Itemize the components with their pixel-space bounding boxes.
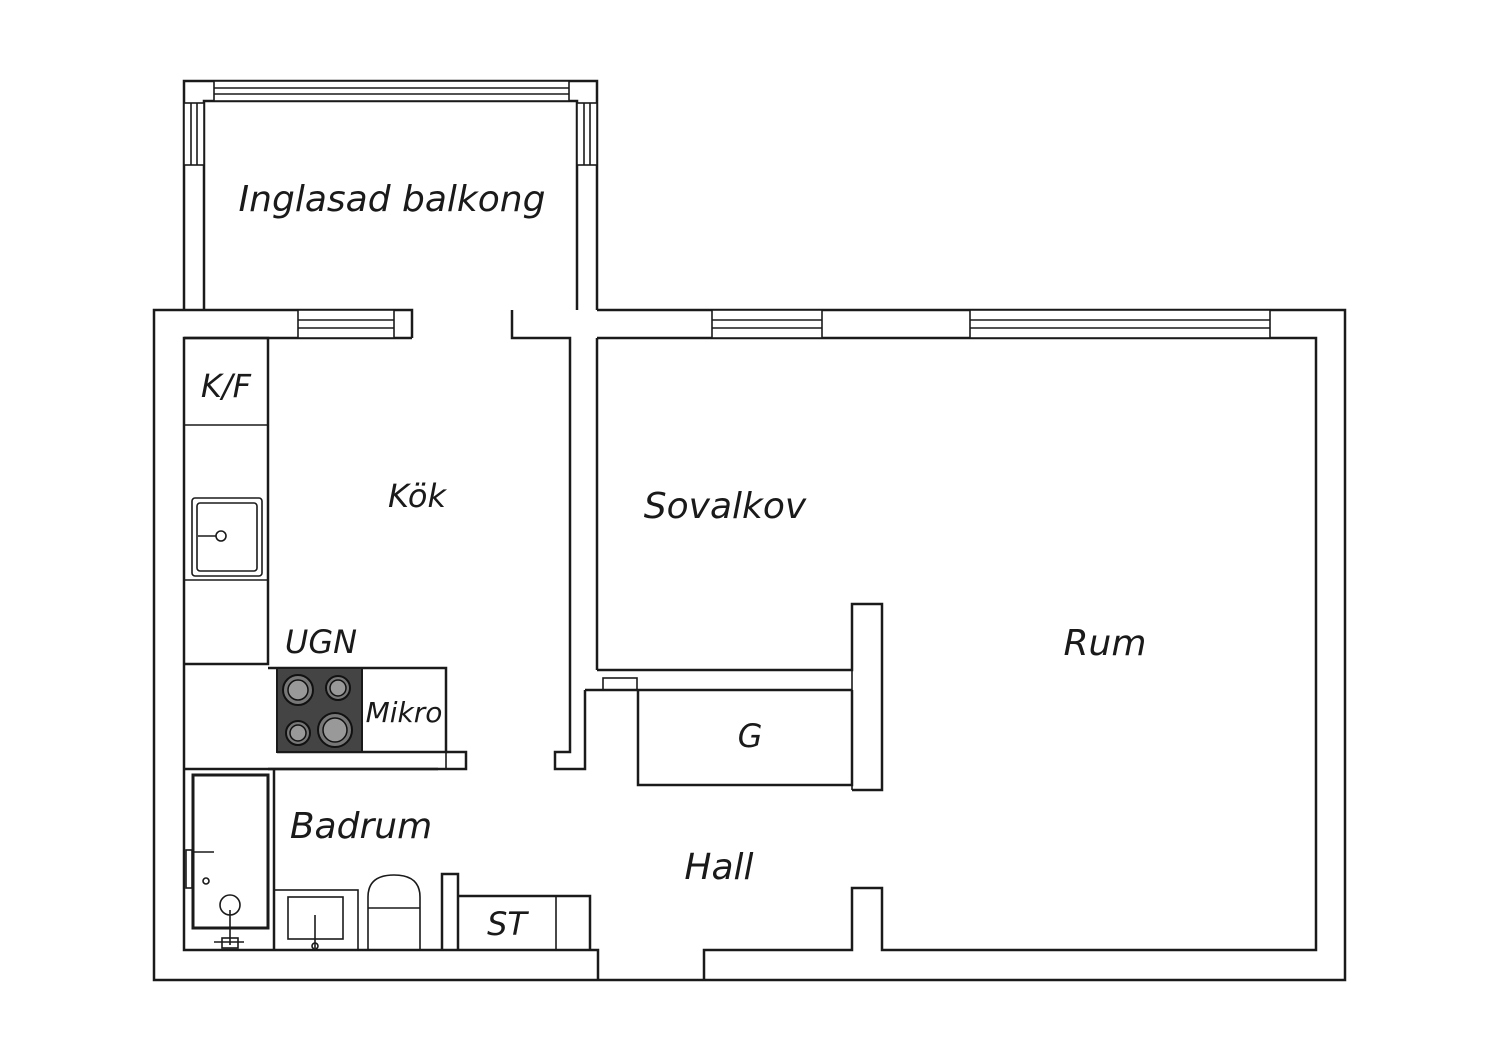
storage-area — [458, 894, 592, 950]
label-storage: ST — [487, 905, 529, 943]
label-microwave: Mikro — [366, 696, 443, 729]
bathtub-icon — [185, 773, 270, 949]
label-hall: Hall — [684, 847, 753, 888]
label-bedroom-alcove: Sovalkov — [644, 486, 807, 527]
label-wardrobe: G — [738, 717, 763, 755]
toilet-icon — [367, 874, 421, 950]
label-kitchen: Kök — [388, 477, 447, 515]
stove-icon — [276, 667, 363, 753]
bathroom-area — [184, 767, 460, 951]
label-fridge-freezer: K/F — [201, 367, 252, 405]
balcony-area — [182, 79, 599, 310]
kitchen-counter — [184, 336, 468, 771]
label-living-room: Rum — [1064, 623, 1147, 664]
interior-walls — [585, 338, 884, 792]
label-balcony: Inglasad balkong — [239, 179, 546, 220]
bathroom-sink-icon — [273, 889, 359, 951]
kitchen-sink-icon — [191, 497, 263, 577]
label-oven: UGN — [285, 623, 357, 661]
label-bathroom: Badrum — [290, 806, 432, 847]
